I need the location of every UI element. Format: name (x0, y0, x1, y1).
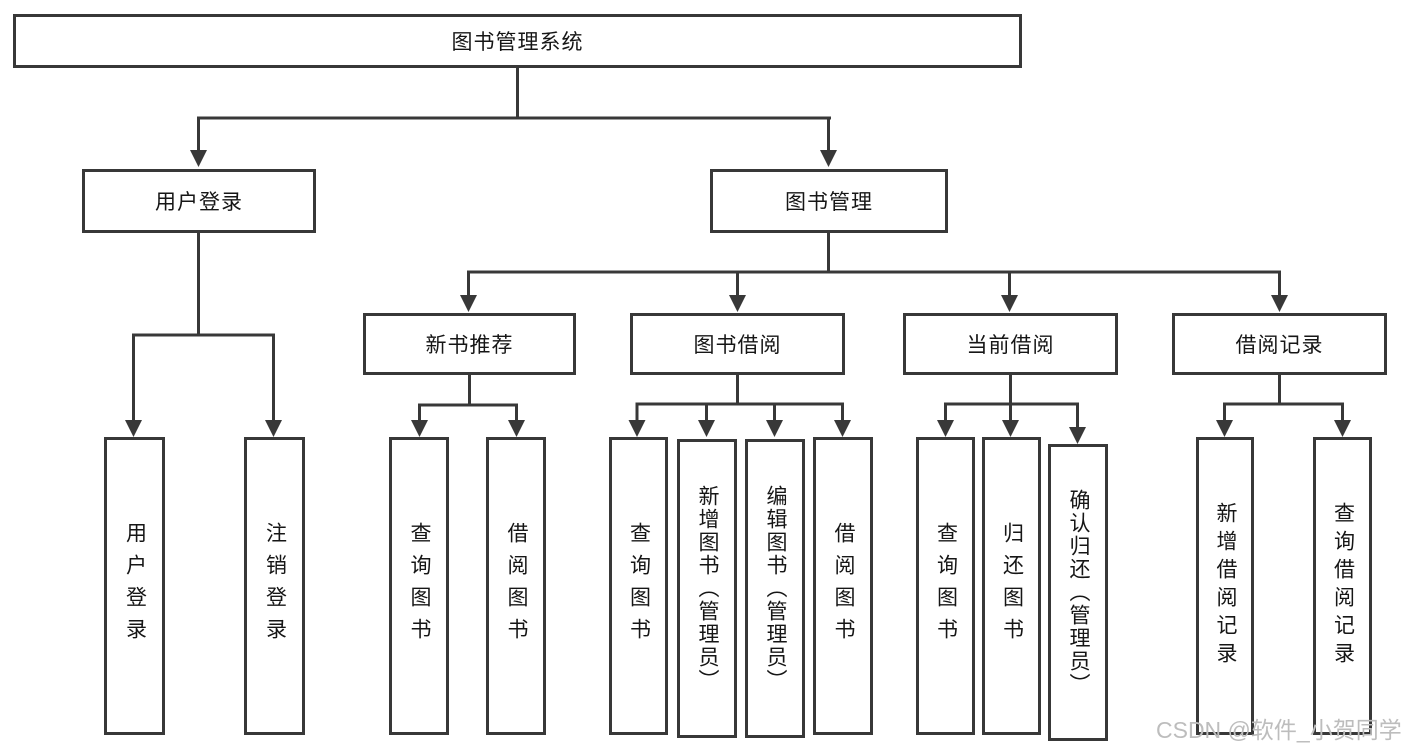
connector-borrowing-records-children (1216, 375, 1351, 437)
node-root: 图书管理系统 (13, 14, 1022, 68)
leaf-query-books-current: 查询图书 (916, 437, 975, 735)
connector-root-to-level2 (190, 67, 837, 167)
leaf-edit-books-admin: 编辑图书（管理员） (745, 439, 805, 738)
leaf-borrow-books-recommend: 借阅图书 (486, 437, 546, 735)
leaf-return-books: 归还图书 (982, 437, 1041, 735)
leaf-user-login: 用户登录 (104, 437, 165, 735)
node-book-borrowing: 图书借阅 (630, 313, 845, 375)
connector-current-borrowing-children (937, 375, 1086, 444)
csdn-watermark: CSDN @软件_小贺同学 (1156, 717, 1402, 743)
leaf-confirm-return-admin: 确认归还（管理员） (1048, 444, 1108, 741)
leaf-query-borrow-record: 查询借阅记录 (1313, 437, 1372, 735)
connector-new-book-recommendation-children (411, 375, 525, 437)
leaf-query-books-recommend: 查询图书 (389, 437, 449, 735)
node-user-login: 用户登录 (82, 169, 316, 233)
connector-book-management-children (460, 233, 1288, 312)
node-book-management: 图书管理 (710, 169, 948, 233)
connector-book-borrowing-children (628, 375, 851, 437)
leaf-add-borrow-record: 新增借阅记录 (1196, 437, 1254, 735)
leaf-add-books-admin: 新增图书（管理员） (677, 439, 737, 738)
leaf-logout: 注销登录 (244, 437, 305, 735)
leaf-query-books-borrowing: 查询图书 (609, 437, 668, 735)
leaf-borrow-books-borrowing: 借阅图书 (813, 437, 873, 735)
node-current-borrowing: 当前借阅 (903, 313, 1118, 375)
connector-user-login-children (125, 233, 282, 437)
node-new-book-recommendation: 新书推荐 (363, 313, 576, 375)
node-borrowing-records: 借阅记录 (1172, 313, 1387, 375)
